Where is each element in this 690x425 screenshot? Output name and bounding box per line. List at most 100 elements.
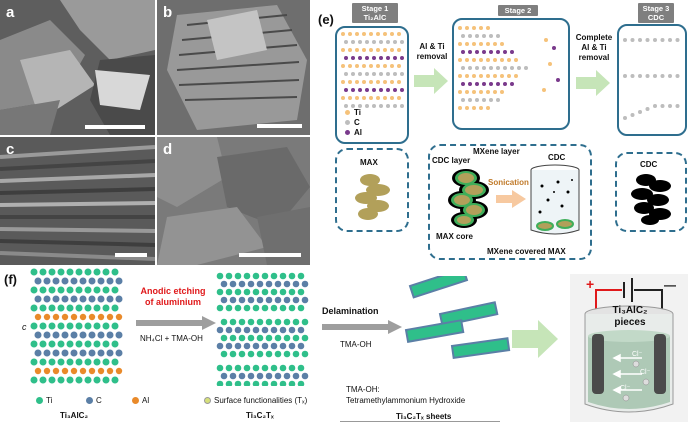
legend-al: Al: [345, 128, 362, 137]
atom: [93, 340, 101, 348]
atom: [472, 58, 476, 62]
atom: [75, 268, 83, 276]
atom: [372, 72, 376, 76]
atom: [461, 98, 465, 102]
atom: [79, 295, 87, 303]
atom: [115, 277, 123, 285]
atom: [358, 104, 362, 108]
atom: [514, 74, 518, 78]
tma-def-title: TMA-OH:: [346, 385, 380, 394]
atom: [482, 98, 486, 102]
atom: [297, 304, 305, 312]
legend-al-label: Al: [354, 128, 362, 137]
atom: [115, 295, 123, 303]
legend-c-dot: [345, 120, 350, 125]
atom: [390, 32, 394, 36]
atom: [261, 342, 269, 350]
atom: [34, 349, 42, 357]
scale-bar-d: [239, 253, 301, 257]
atom: [397, 96, 401, 100]
panel-label-e: (e): [318, 12, 334, 27]
atom: [279, 288, 287, 296]
atom: [383, 96, 387, 100]
atom: [216, 342, 224, 350]
atom: [493, 74, 497, 78]
sheet-body: [438, 301, 499, 327]
atom: [292, 334, 300, 342]
atom: [88, 277, 96, 285]
atom: [355, 48, 359, 52]
atom: [52, 349, 60, 357]
legend-al-dot: [345, 130, 350, 135]
atom: [486, 106, 490, 110]
atom: [39, 358, 47, 366]
atom: [66, 304, 74, 312]
panel-letter-c: c: [6, 141, 15, 158]
atom: [358, 72, 362, 76]
atom: [348, 48, 352, 52]
atom: [243, 326, 251, 334]
atom: [220, 350, 228, 358]
atom: [475, 82, 479, 86]
atom: [288, 380, 296, 386]
sonication-arrow: [496, 190, 526, 208]
atom: [234, 272, 242, 280]
atom: [362, 48, 366, 52]
atom: [496, 98, 500, 102]
f-legend-c-label: C: [96, 396, 102, 405]
atom: [369, 64, 373, 68]
atom: [52, 295, 60, 303]
atom: [220, 318, 228, 326]
atom: [220, 296, 228, 304]
atom: [34, 295, 42, 303]
sem-image-b: [157, 0, 310, 135]
atom: [548, 62, 552, 66]
atom: [379, 40, 383, 44]
atom: [30, 358, 38, 366]
atom: [225, 304, 233, 312]
ti3alc2-structure: [30, 268, 123, 384]
atom: [503, 82, 507, 86]
atom: [75, 340, 83, 348]
atom: [482, 50, 486, 54]
atom: [472, 90, 476, 94]
atom: [400, 56, 404, 60]
atom: [106, 367, 114, 375]
atom: [292, 296, 300, 304]
atom: [489, 66, 493, 70]
atom: [220, 372, 228, 380]
stage1-tag: Stage 1 Ti₂AlC: [352, 3, 398, 23]
atom: [97, 277, 105, 285]
atom: [97, 349, 105, 357]
atom: [93, 358, 101, 366]
atom: [355, 64, 359, 68]
atom: [106, 331, 114, 339]
atom: [111, 286, 119, 294]
atom: [458, 58, 462, 62]
atom: [247, 350, 255, 358]
label-ti3alc2: Ti₃AlC₂: [60, 411, 88, 420]
atom: [229, 350, 237, 358]
cdc-box: [615, 152, 687, 232]
sem-panel-b: b: [157, 0, 310, 135]
atom: [461, 66, 465, 70]
atom: [243, 380, 251, 386]
atom: [461, 50, 465, 54]
atom: [400, 72, 404, 76]
atom: [623, 38, 627, 42]
atom: [507, 74, 511, 78]
atom: [102, 340, 110, 348]
anodic-arrow: [136, 316, 216, 330]
atom: [524, 66, 528, 70]
atom: [379, 104, 383, 108]
atom: [301, 280, 309, 288]
atom: [252, 304, 260, 312]
mxene-sheet: [408, 276, 469, 299]
atom: [238, 350, 246, 358]
atom: [653, 74, 657, 78]
atom: [660, 38, 665, 42]
mxene-layer-label: MXene layer: [473, 147, 520, 156]
atom: [265, 334, 273, 342]
atom: [66, 268, 74, 276]
atom: [393, 88, 397, 92]
